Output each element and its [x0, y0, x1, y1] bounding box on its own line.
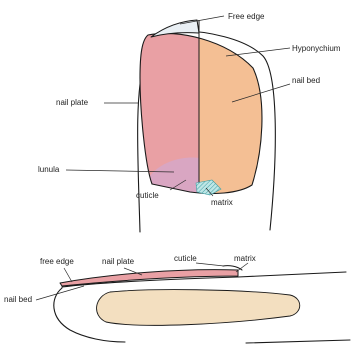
nail-bed-area	[199, 25, 279, 200]
top-view: Free edge Hyponychium nail bed nail plat…	[38, 12, 341, 232]
label-side-nail-plate: nail plate	[102, 257, 135, 266]
label-matrix: matrix	[211, 198, 233, 207]
label-side-matrix: matrix	[234, 254, 256, 263]
label-hyponychium: Hyponychium	[292, 44, 341, 53]
side-finger-bottom-outline	[246, 340, 350, 343]
side-view: free edge nail plate cuticle matrix nail…	[4, 254, 350, 343]
label-cuticle: cuticle	[136, 191, 159, 200]
leader-side-nail-bed	[36, 286, 84, 300]
label-free-edge: Free edge	[228, 12, 265, 21]
leader-free-edge	[180, 16, 224, 24]
label-lunula: lunula	[38, 165, 60, 174]
leader-hyponychium	[226, 48, 290, 56]
label-side-free-edge: free edge	[40, 257, 74, 266]
finger-tissue-shape	[97, 290, 300, 326]
label-side-cuticle: cuticle	[174, 254, 197, 263]
label-nail-bed: nail bed	[292, 76, 320, 85]
leader-side-free-edge	[64, 268, 72, 282]
label-side-nail-bed: nail bed	[4, 295, 32, 304]
leader-side-cuticle	[196, 263, 224, 266]
label-nail-plate: nail plate	[56, 98, 89, 107]
